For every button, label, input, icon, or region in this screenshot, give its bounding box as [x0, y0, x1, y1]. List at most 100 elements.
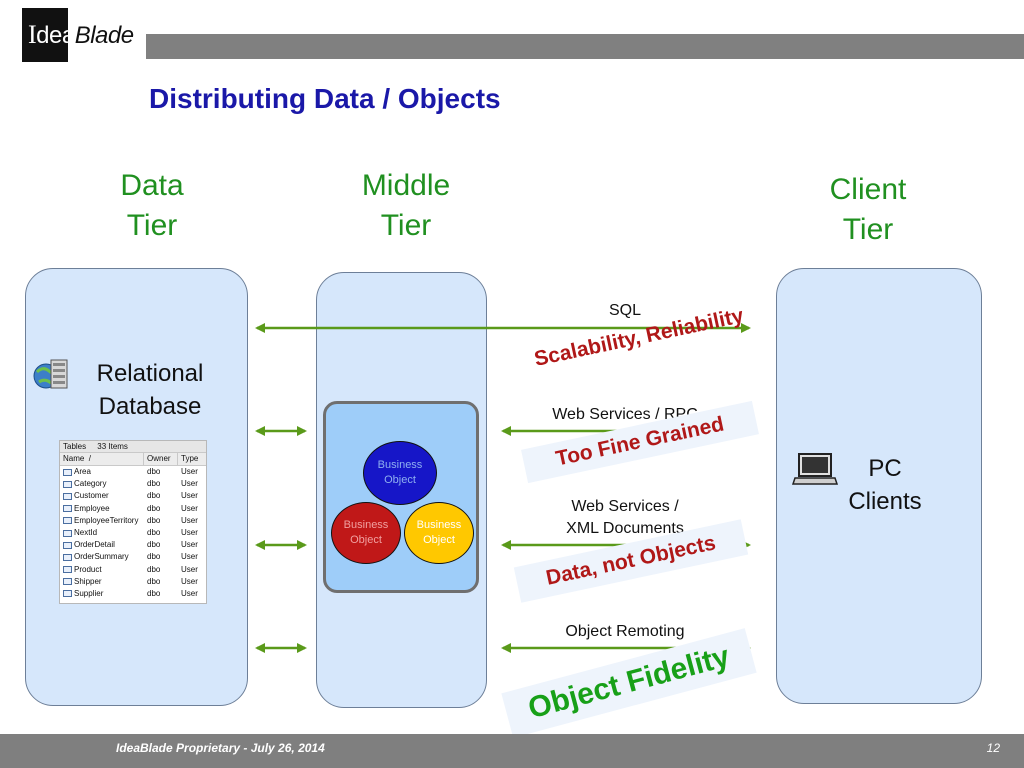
table-name-cell: Shipper: [60, 576, 144, 588]
data-tier-title: Data Tier: [72, 166, 232, 246]
table-name-cell: Product: [60, 564, 144, 576]
table-owner: dbo: [147, 588, 161, 598]
page-number: 12: [986, 741, 1000, 755]
bo-blue-line2: Object: [384, 474, 416, 486]
table-icon: [63, 553, 72, 561]
table-name: Supplier: [74, 588, 104, 598]
data-tier-title-line2: Tier: [126, 209, 178, 242]
table-row[interactable]: Product dbo User: [60, 564, 206, 576]
table-name: Category: [74, 479, 107, 489]
client-tier-panel: [776, 268, 982, 704]
table-icon: [63, 578, 72, 586]
middle-tier-title-line1: Middle: [361, 169, 451, 202]
table-icon: [63, 505, 72, 513]
table-type: User: [181, 540, 198, 550]
relational-database-label: Relational Database: [80, 357, 220, 423]
table-name-cell: OrderSummary: [60, 551, 144, 563]
header-bar: [146, 34, 1024, 59]
pc-label-line1: PC: [868, 455, 902, 482]
slide-title: Distributing Data / Objects: [149, 83, 501, 114]
table-type: User: [181, 503, 198, 513]
table-row[interactable]: EmployeeTerritory dbo User: [60, 515, 206, 527]
database-server-icon: [33, 359, 68, 389]
logo-black-box: [22, 8, 68, 62]
table-name: Customer: [74, 491, 109, 501]
table-owner: dbo: [147, 467, 161, 476]
table-name-cell: Customer: [60, 490, 144, 502]
table-type: User: [181, 527, 198, 537]
bo-red-line2: Object: [350, 534, 382, 546]
bo-yellow-line2: Object: [423, 534, 455, 546]
column-header-name[interactable]: Name /: [60, 453, 144, 465]
logo-dea: dea: [36, 22, 75, 49]
table-owner: dbo: [147, 515, 161, 525]
pc-label-line2: Clients: [848, 488, 922, 515]
table-row[interactable]: Area dbo User: [60, 466, 206, 478]
table-icon: [63, 468, 72, 476]
table-row[interactable]: Customer dbo User: [60, 490, 206, 502]
laptop-icon: [791, 453, 839, 485]
table-owner: dbo: [147, 540, 161, 550]
table-name: Product: [74, 564, 102, 574]
table-name-cell: EmployeeTerritory: [60, 515, 144, 527]
client-tier-title-line1: Client: [829, 173, 907, 206]
table-name-cell: Employee: [60, 503, 144, 515]
label-web-services-xml-2: XML Documents: [566, 520, 684, 537]
table-icon: [63, 590, 72, 598]
table-type: User: [181, 564, 198, 574]
table-name-cell: Supplier: [60, 588, 144, 600]
bo-blue-line1: Business: [377, 459, 423, 471]
sort-indicator-icon: /: [88, 454, 92, 463]
table-type: User: [181, 491, 198, 501]
label-sql: SQL: [608, 302, 641, 319]
table-row[interactable]: Supplier dbo User: [60, 588, 206, 600]
logo-text: IdeaBlade: [28, 20, 134, 50]
label-web-services-xml-1: Web Services /: [571, 498, 679, 515]
table-type: User: [181, 467, 198, 476]
table-name-cell: Area: [60, 466, 144, 478]
tables-column-headers: Name / Owner Type: [60, 453, 206, 466]
table-owner: dbo: [147, 491, 161, 501]
table-name: Shipper: [74, 576, 102, 586]
table-name: EmployeeTerritory: [74, 515, 139, 525]
table-name-cell: Category: [60, 478, 144, 490]
middle-tier-title-line2: Tier: [380, 209, 432, 242]
table-icon: [63, 566, 72, 574]
footer-bar: [0, 734, 1024, 768]
table-icon: [63, 541, 72, 549]
table-type: User: [181, 515, 198, 525]
rel-label-line2: Database: [98, 393, 202, 420]
logo-letter-i: I: [28, 20, 37, 49]
pc-clients-label: PC Clients: [830, 452, 940, 518]
footer-text: IdeaBlade Proprietary - July 26, 2014: [116, 741, 325, 755]
table-icon: [63, 517, 72, 525]
table-owner: dbo: [147, 564, 161, 574]
tables-count: 33 Items: [97, 442, 128, 451]
table-type: User: [181, 588, 198, 598]
client-tier-title: Client Tier: [788, 170, 948, 250]
column-header-name-label: Name: [63, 454, 85, 463]
table-name-cell: OrderDetail: [60, 539, 144, 551]
table-icon: [63, 529, 72, 537]
label-web-services-rpc: Web Services / RPC: [552, 406, 698, 423]
table-type: User: [181, 576, 198, 586]
ideablade-logo: IdeaBlade: [22, 8, 134, 62]
table-icon: [63, 492, 72, 500]
column-header-owner[interactable]: Owner: [144, 453, 178, 465]
column-header-type[interactable]: Type: [181, 454, 199, 463]
table-owner: dbo: [147, 503, 161, 513]
table-owner: dbo: [147, 552, 161, 562]
table-name: Area: [74, 467, 91, 477]
rel-label-line1: Relational: [96, 360, 204, 387]
table-owner: dbo: [147, 479, 161, 489]
data-tier-title-line1: Data: [120, 169, 184, 202]
